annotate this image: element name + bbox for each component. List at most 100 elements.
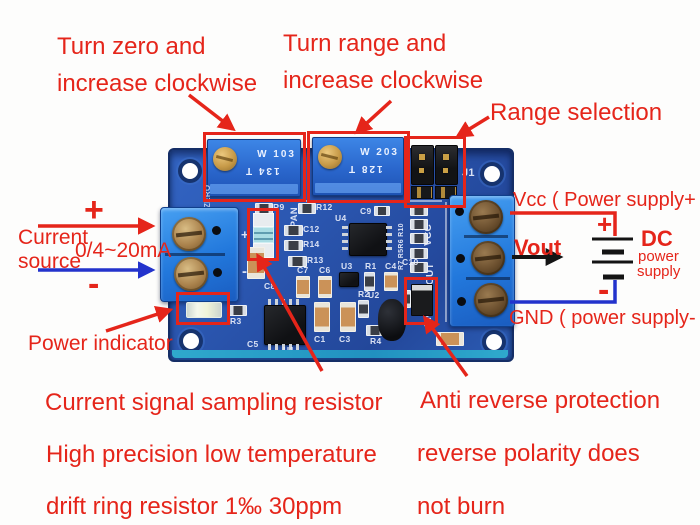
vcc-wire-label: Vcc ( Power supply+ ) <box>513 189 700 211</box>
resistor <box>298 203 316 214</box>
current-plus-sign: + <box>84 191 104 229</box>
r2-label: R2 <box>358 289 370 299</box>
c3-label: C3 <box>339 334 351 344</box>
u4-label: U4 <box>335 213 347 223</box>
c10-label: C10 <box>402 257 419 267</box>
r1-label: R1 <box>365 261 377 271</box>
screw-slot <box>477 296 505 304</box>
zero-trimmer-pot[interactable]: W 103 134 T <box>207 139 301 197</box>
span-pot-arrow <box>354 99 393 135</box>
transistor-u3 <box>339 272 359 287</box>
terminal-screw[interactable] <box>471 241 505 275</box>
jumper-header-row[interactable] <box>411 186 433 199</box>
dc-supply-line3: supply <box>637 263 681 280</box>
opamp-ic-u4 <box>349 223 387 256</box>
trimmer-marking: W 103 <box>257 149 296 160</box>
capacitor <box>374 206 390 216</box>
terminal-screw[interactable] <box>174 257 208 291</box>
terminal-screw[interactable] <box>469 200 503 234</box>
jumper-pin <box>443 154 449 160</box>
capacitor-u2 <box>378 299 406 341</box>
capacitor <box>318 276 332 298</box>
sampling-note-line1: Current signal sampling resistor <box>45 389 383 416</box>
silkscreen-line <box>445 202 447 322</box>
battery-minus-sign: - <box>598 271 610 309</box>
wire-hole <box>213 268 222 277</box>
current-range-label: 0/4~20mA <box>75 239 172 262</box>
r4-label: R4 <box>370 336 382 346</box>
u3-label: U3 <box>341 261 353 271</box>
resistor <box>229 305 247 316</box>
battery-plus-sign: + <box>597 209 613 239</box>
charge-pump-ic-u1 <box>264 305 306 345</box>
terminal-screw[interactable] <box>172 217 206 251</box>
trimmer-screw[interactable] <box>318 145 342 169</box>
turn-zero-note-line1: Turn zero and <box>57 33 206 60</box>
turn-zero-note-line2: increase clockwise <box>57 70 258 97</box>
minus-silkscreen: - <box>242 263 248 280</box>
turn-range-note-line2: increase clockwise <box>283 67 484 94</box>
current-input-terminal[interactable] <box>160 207 239 302</box>
turn-range-note-line1: Turn range and <box>283 30 447 57</box>
anti-reverse-note-line3: not burn <box>417 493 506 520</box>
wire-hole <box>455 207 464 216</box>
j1-silkscreen-label: J1 <box>462 167 475 179</box>
ic-pins <box>342 226 348 252</box>
pcb-edge <box>172 350 508 358</box>
trimmer-base <box>315 183 401 193</box>
power-indicator-note: Power indicator <box>28 332 173 355</box>
trimmer-marking: W 203 <box>360 147 399 158</box>
jumper-pin <box>419 168 424 173</box>
range-selection-note: Range selection <box>490 99 663 126</box>
capacitor-c1 <box>314 302 330 332</box>
capacitor <box>384 272 398 291</box>
jumper-callout-box <box>404 136 466 208</box>
r3-label: R3 <box>230 316 242 326</box>
span-trimmer-pot[interactable]: W 203 128 T <box>312 137 404 196</box>
vout-wire-label: Vout <box>514 235 562 260</box>
wire-hole <box>457 297 466 306</box>
c5-label: C5 <box>247 339 259 349</box>
power-output-terminal[interactable] <box>449 195 515 327</box>
c12-label: C12 <box>303 224 320 234</box>
anti-reverse-note-line1: Anti reverse protection <box>420 387 661 414</box>
power-indicator-arrow <box>105 306 174 333</box>
ic-pins <box>386 226 392 252</box>
capacitor <box>296 276 310 298</box>
gnd-wire-label: GND ( power supply- ) <box>509 307 700 329</box>
jumper-pin <box>419 154 425 160</box>
sampling-resistor-pad <box>253 213 274 227</box>
anti-reverse-note-line2: reverse polarity does <box>417 440 640 467</box>
c1-label: C1 <box>314 334 326 344</box>
r9-label: R9 <box>273 202 285 212</box>
r12-label: R12 <box>316 202 333 212</box>
screw-slot <box>177 270 205 278</box>
resistor <box>410 233 428 244</box>
dc-supply-line2: power <box>638 248 679 265</box>
zero-pot-callout-box <box>203 132 306 202</box>
resistor <box>410 262 428 273</box>
c6-label: C6 <box>319 265 331 275</box>
range-jumper-cap[interactable] <box>411 145 434 185</box>
dc-supply-name: DC <box>641 226 673 251</box>
c7-label: C7 <box>297 265 309 275</box>
range-selection-arrow <box>455 115 490 138</box>
current-source-line1: Current <box>18 226 89 249</box>
power-led-callout-box <box>176 292 230 325</box>
screw-slot <box>472 213 500 221</box>
sampling-resistor-body <box>253 227 274 243</box>
c4-label: C4 <box>385 261 397 271</box>
trimmer-screw[interactable] <box>213 147 237 171</box>
range-jumper-cap[interactable] <box>435 145 458 185</box>
jumper-pin <box>443 168 448 173</box>
capacitor <box>284 225 303 236</box>
terminal-screw[interactable] <box>474 283 508 317</box>
screw-slot <box>175 230 203 238</box>
trimmer-base <box>210 184 298 194</box>
mounting-hole <box>484 166 500 182</box>
plus-silkscreen: + <box>241 227 249 242</box>
wire-hole <box>212 226 221 235</box>
resistor <box>358 300 369 318</box>
current-minus-sign: - <box>88 265 100 303</box>
